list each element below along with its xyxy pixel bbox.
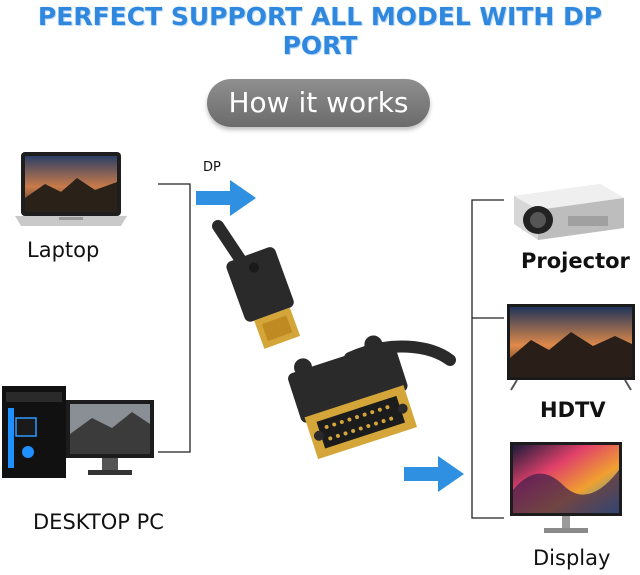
laptop-icon xyxy=(15,152,127,226)
hdtv-label: HDTV xyxy=(540,398,606,422)
desktop-pc-icon xyxy=(2,386,154,478)
projector-icon xyxy=(514,184,624,240)
hdtv-icon xyxy=(507,304,635,391)
display-label: Display xyxy=(533,546,611,570)
source-bracket xyxy=(158,183,191,453)
headline: PERFECT SUPPORT ALL MODEL WITH DP PORT xyxy=(37,2,603,60)
dp-label: DP xyxy=(203,160,221,175)
input-arrow-icon xyxy=(196,180,256,216)
how-it-works-badge: How it works xyxy=(207,79,430,127)
dp-to-dvi-cable-icon xyxy=(212,220,456,460)
display-icon xyxy=(510,442,622,533)
desktop-pc-label: DESKTOP PC xyxy=(33,510,164,534)
projector-label: Projector xyxy=(521,249,630,273)
laptop-label: Laptop xyxy=(27,238,100,262)
output-bracket xyxy=(471,199,504,519)
output-arrow-icon xyxy=(404,456,464,492)
